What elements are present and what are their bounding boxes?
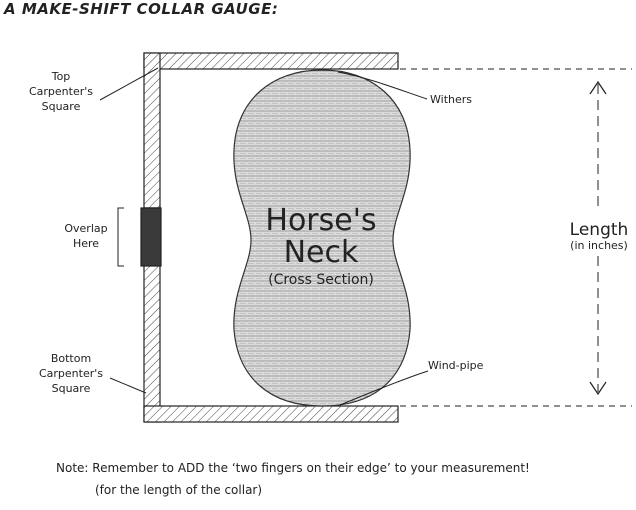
length-dimension <box>589 80 607 396</box>
neck-label-line3: (Cross Section) <box>268 272 374 288</box>
top-square-label-line1: Top <box>51 70 71 83</box>
length-unit-label: (in inches) <box>570 239 628 252</box>
overlap-section <box>140 207 162 267</box>
diagram-title: A MAKE-SHIFT COLLAR GAUGE: <box>3 0 278 18</box>
note-line2: (for the length of the collar) <box>95 483 262 497</box>
bottom-square-label-line2: Carpenter's <box>39 367 103 380</box>
withers-leader <box>337 71 428 100</box>
overlap-label-line2: Here <box>73 237 99 250</box>
horse-neck-shape <box>233 69 411 407</box>
top-carpenter-square <box>143 52 399 209</box>
neck-label-line2: Neck <box>284 235 359 270</box>
top-square-label-line3: Square <box>42 100 81 113</box>
length-arrow-down-icon <box>589 381 607 396</box>
neck-label-line1: Horse's <box>265 203 376 238</box>
windpipe-leader <box>339 370 429 406</box>
overlap-label-line1: Overlap <box>64 222 107 235</box>
top-square-leader <box>99 67 159 101</box>
bottom-square-label-line3: Square <box>52 382 91 395</box>
bottom-square-leader <box>109 377 147 394</box>
note-line1: Note: Remember to ADD the ‘two fingers o… <box>56 461 530 475</box>
withers-label: Withers <box>430 93 472 106</box>
bottom-square-label-line1: Bottom <box>51 352 91 365</box>
length-label: Length <box>570 220 629 240</box>
length-arrow-up-icon <box>589 80 607 95</box>
top-square-label-line2: Carpenter's <box>29 85 93 98</box>
windpipe-label: Wind-pipe <box>428 359 484 372</box>
overlap-bracket <box>117 207 124 267</box>
